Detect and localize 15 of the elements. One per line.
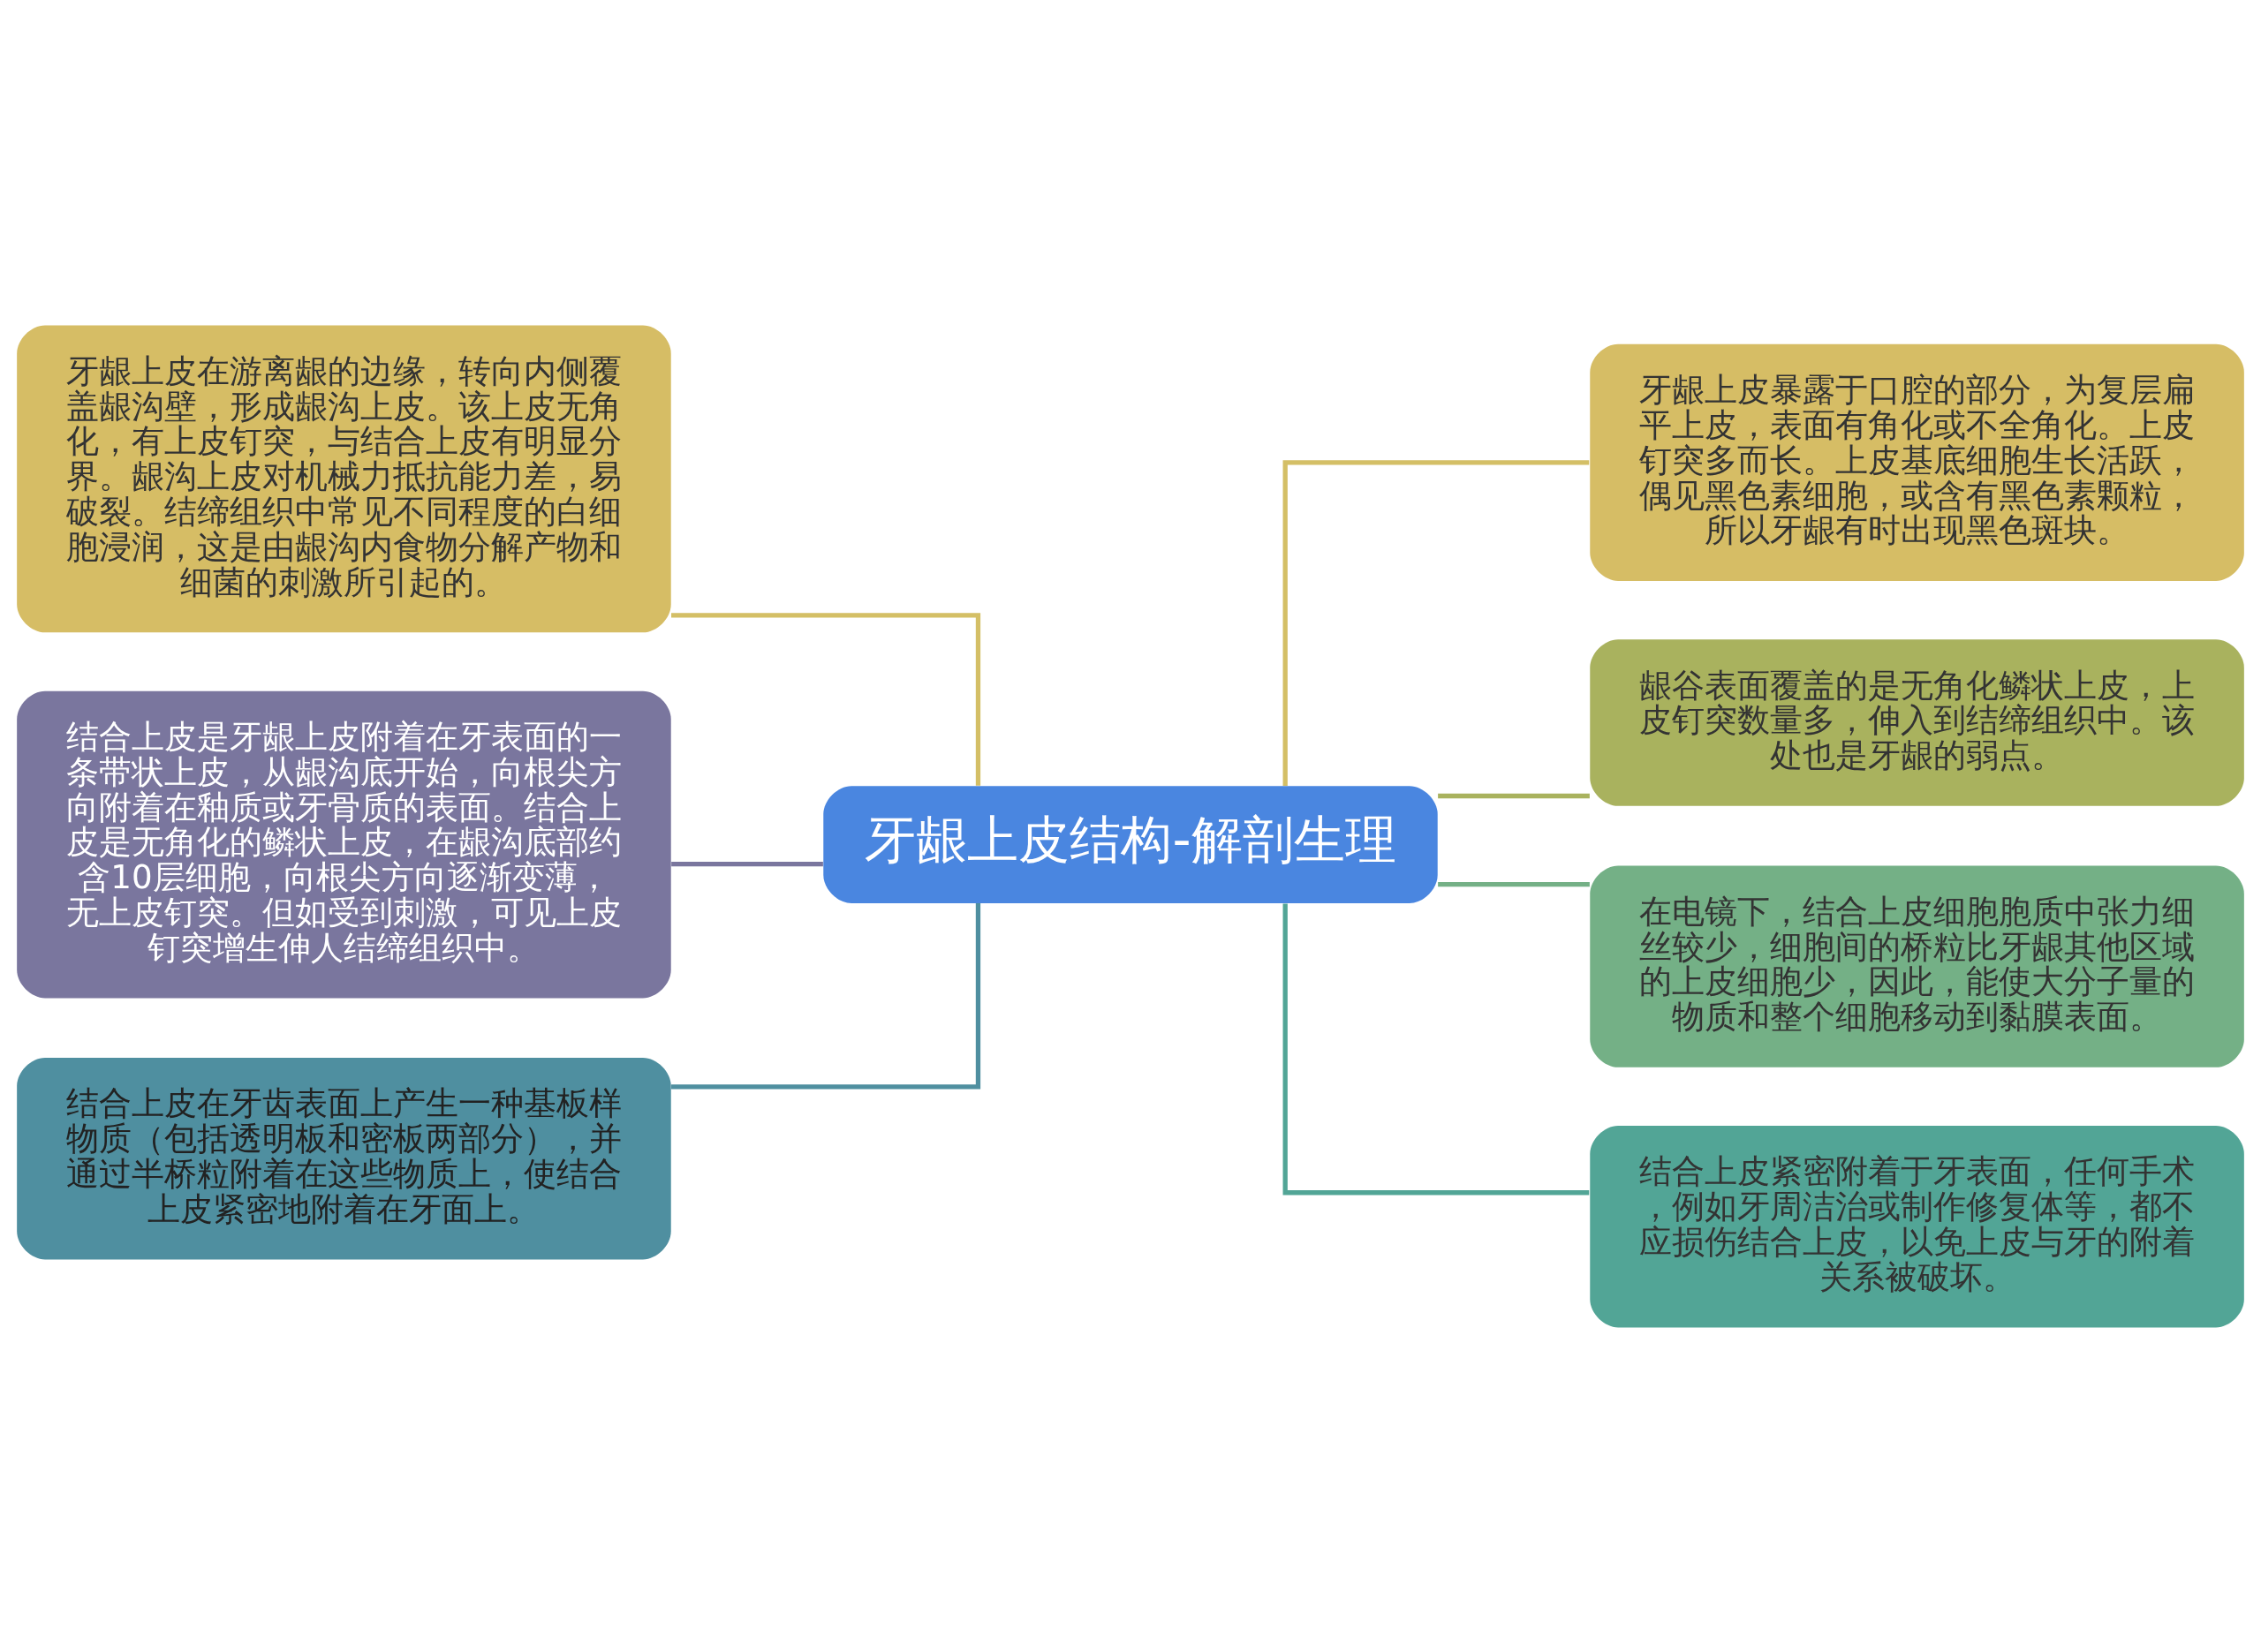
connector — [1438, 793, 1590, 798]
node-box: 结合上皮在牙齿表面上产生一种基板样物质（包括透明板和密板两部分），并通过半桥粒附着在这些物质上，使结合上皮紧密地附着在牙面上。 — [17, 1057, 671, 1259]
node-box: 结合上皮紧密附着于牙表面，任何手术，例如牙周洁治或制作修复体等，都不应损伤结合上皮，以免上皮与牙的附着关系被破坏。 — [1590, 1125, 2244, 1327]
connector — [1282, 902, 1590, 1195]
node-box: 牙龈上皮在游离龈的边缘，转向内侧覆盖龈沟壁，形成龈沟上皮。该上皮无角化，有上皮钉突，与结合上皮有明显分界。龈沟上皮对机械力抵抗能力差，易破裂。结缔组织中常见不同程度的白细胞浸润，这是由龈沟内食物分解产物和细菌的刺激所引起的。 — [17, 325, 671, 632]
node-box: 在电镜下，结合上皮细胞胞质中张力细丝较少，细胞间的桥粒比牙龈其他区域的上皮细胞少，因此，能使大分子量的物质和整个细胞移动到黏膜表面。 — [1590, 864, 2244, 1067]
connector — [671, 902, 981, 1089]
node-box: 牙龈上皮结构-解剖生理 — [823, 785, 1438, 903]
connector — [1438, 881, 1590, 886]
node-box: 结合上皮是牙龈上皮附着在牙表面的一条带状上皮，从龈沟底开始，向根尖方向附着在釉质或牙骨质的表面。结合上皮是无角化的鳞状上皮，在龈沟底部约含10层细胞，向根尖方向逐渐变薄，无上皮钉突。但如受到刺激，可见上皮钉突增生伸人结缔组织中。 — [17, 690, 671, 998]
node-box: 龈谷表面覆盖的是无角化鳞状上皮，上皮钉突数量多，伸入到结缔组织中。该处也是牙龈的弱点。 — [1590, 638, 2244, 806]
connector — [671, 861, 823, 866]
connector — [671, 612, 981, 786]
node-box: 牙龈上皮暴露于口腔的部分，为复层扁平上皮，表面有角化或不全角化。上皮钉突多而长。上皮基底细胞生长活跃，偶见黑色素细胞，或含有黑色素颗粒，所以牙龈有时出现黑色斑块。 — [1590, 343, 2244, 581]
connector — [1282, 459, 1590, 786]
